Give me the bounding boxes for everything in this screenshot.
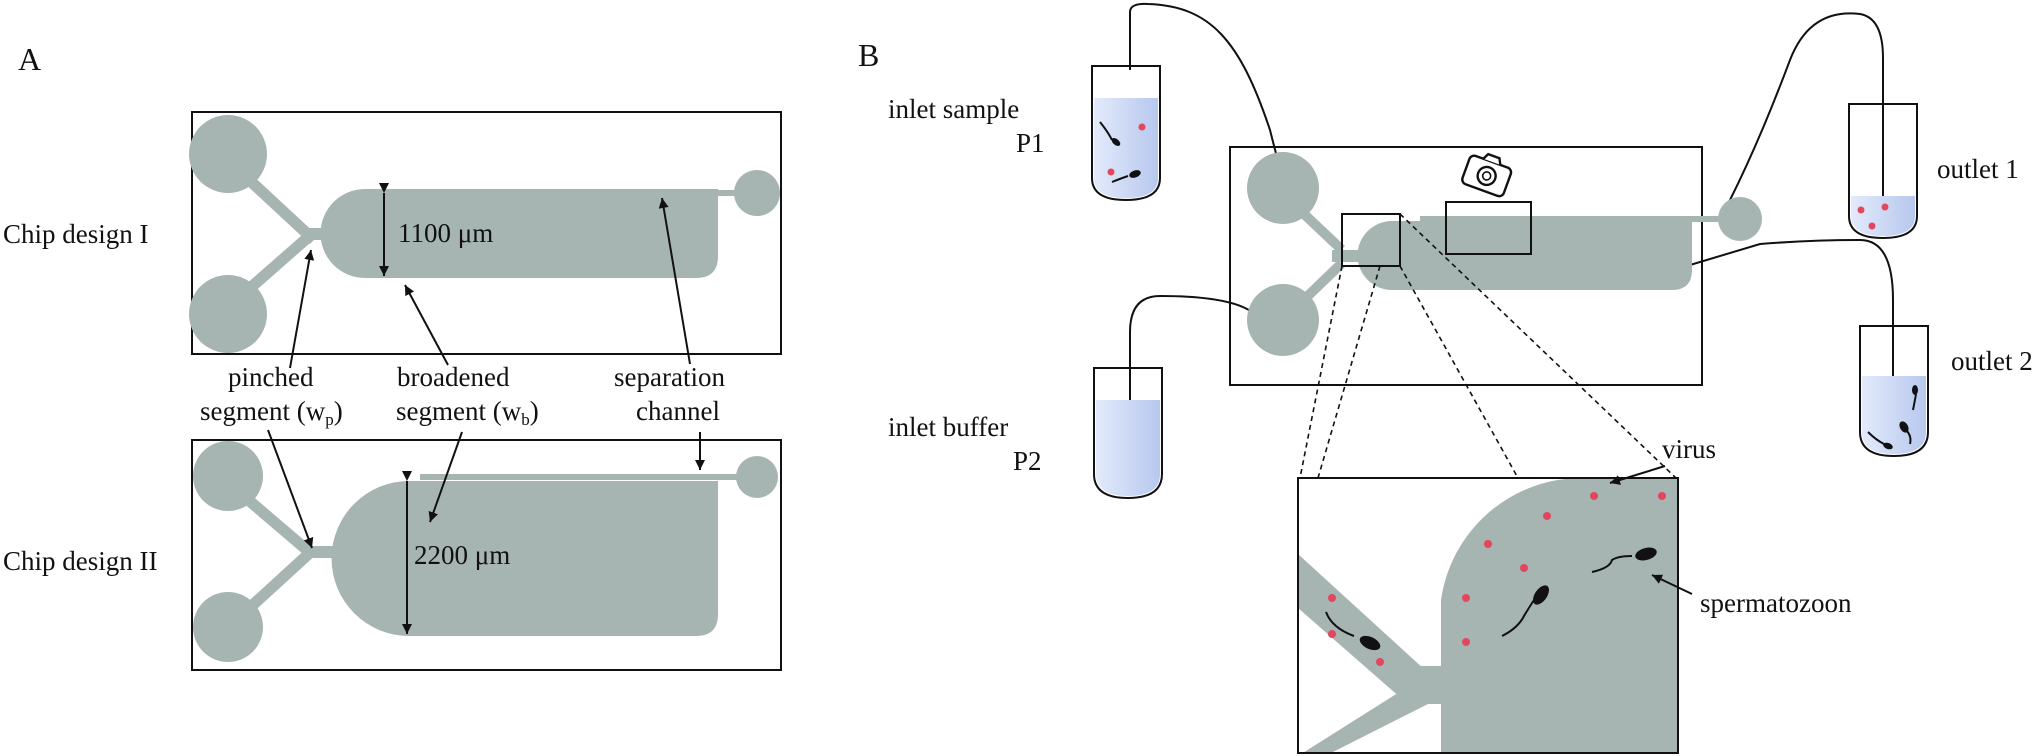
chip-b bbox=[1229, 146, 1762, 386]
chip-2-width-label: 2200 μm bbox=[414, 540, 510, 570]
chip-1-frame bbox=[191, 111, 782, 355]
vial-outlet-1 bbox=[1848, 103, 1918, 240]
chip-2-title: Chip design II bbox=[3, 546, 158, 576]
panel-b-label: B bbox=[858, 37, 879, 73]
vial-inlet-buffer bbox=[1093, 367, 1163, 500]
sperm-tail bbox=[1099, 121, 1113, 141]
sperm-head bbox=[1129, 170, 1141, 178]
panel-a-label: A bbox=[18, 41, 41, 77]
vial-outline bbox=[1848, 103, 1918, 240]
tube-outlet-1 bbox=[1729, 12, 1884, 206]
pinched-label-2: segment (wp) bbox=[200, 396, 343, 429]
tube-outlet-2 bbox=[1679, 238, 1894, 440]
virus-dot bbox=[1868, 222, 1876, 230]
inlet-sample-label-2: P1 bbox=[1016, 128, 1045, 158]
separation-channel-annotation: separation channel bbox=[614, 197, 725, 470]
pinched-arrow-up bbox=[289, 249, 315, 369]
virus-dot bbox=[1107, 168, 1115, 176]
zoom-region-box bbox=[1341, 213, 1401, 267]
zoom-lines bbox=[1299, 213, 1677, 479]
virus-dot bbox=[1857, 206, 1865, 214]
vial-outline bbox=[1093, 367, 1163, 500]
vial-liquid bbox=[1094, 98, 1158, 198]
camera-view-box bbox=[1445, 201, 1532, 255]
pinched-label-1: pinched bbox=[228, 362, 314, 392]
zoom-sperm bbox=[1325, 547, 1657, 651]
zoom-channels bbox=[1298, 478, 1678, 753]
spermatozoon-arrow bbox=[1651, 574, 1693, 595]
sperm-tail bbox=[1111, 175, 1129, 183]
chip-design-1: Chip design I 1100 μm bbox=[3, 111, 782, 355]
vial-liquid bbox=[1851, 196, 1915, 236]
chip-b-channels bbox=[1247, 152, 1762, 356]
chip-2-channels bbox=[193, 441, 778, 662]
broadened-arrow-up bbox=[404, 284, 449, 366]
inlet-buffer-label-1: inlet buffer bbox=[888, 412, 1008, 442]
separation-label-1: separation bbox=[614, 362, 725, 392]
broadened-label-2: segment (wb) bbox=[396, 396, 539, 429]
vial-outline bbox=[1859, 325, 1929, 458]
zoom-frame bbox=[1297, 477, 1679, 754]
sperm-head bbox=[1899, 421, 1909, 433]
chip-2-frame bbox=[191, 439, 782, 671]
chip-1-channels bbox=[189, 115, 780, 353]
vial-outline bbox=[1091, 65, 1161, 202]
broadened-arrow-down bbox=[428, 431, 463, 523]
zoom-viruses bbox=[1328, 492, 1666, 666]
vial-inlet-sample bbox=[1091, 65, 1161, 202]
sperm-tail bbox=[1867, 431, 1885, 445]
broadened-segment-annotation: broadened segment (wb) bbox=[396, 284, 539, 523]
inlet-sample-label-1: inlet sample bbox=[888, 94, 1019, 124]
broadened-label-1: broadened bbox=[397, 362, 510, 392]
sperm-head bbox=[1111, 138, 1121, 146]
zoom-view bbox=[1297, 477, 1679, 754]
separation-arrow-up bbox=[658, 197, 691, 365]
outlet-2-label: outlet 2 bbox=[1951, 346, 2033, 376]
sperm-head bbox=[1912, 385, 1918, 395]
sperm-tail bbox=[1912, 393, 1917, 411]
vial-outlet-2 bbox=[1859, 325, 1929, 458]
separation-label-2: channel bbox=[636, 396, 720, 426]
pinched-segment-annotation: pinched segment (wp) bbox=[200, 249, 343, 549]
pinched-arrow-down bbox=[267, 429, 314, 549]
sperm-head bbox=[1883, 442, 1893, 450]
virus-dot bbox=[1881, 203, 1889, 211]
outlet-1-label: outlet 1 bbox=[1937, 154, 2019, 184]
camera-icon bbox=[1461, 152, 1513, 198]
spermatozoon-label: spermatozoon bbox=[1700, 588, 1852, 618]
virus-dot bbox=[1138, 123, 1146, 131]
virus-label: virus bbox=[1662, 434, 1716, 464]
chip-1-width-label: 1100 μm bbox=[398, 218, 493, 248]
chip-design-2: Chip design II 2200 μm bbox=[3, 439, 782, 671]
vial-liquid bbox=[1096, 400, 1160, 496]
virus-arrow bbox=[1609, 465, 1666, 485]
chip-1-title: Chip design I bbox=[3, 219, 149, 249]
inlet-buffer-label-2: P2 bbox=[1013, 446, 1042, 476]
